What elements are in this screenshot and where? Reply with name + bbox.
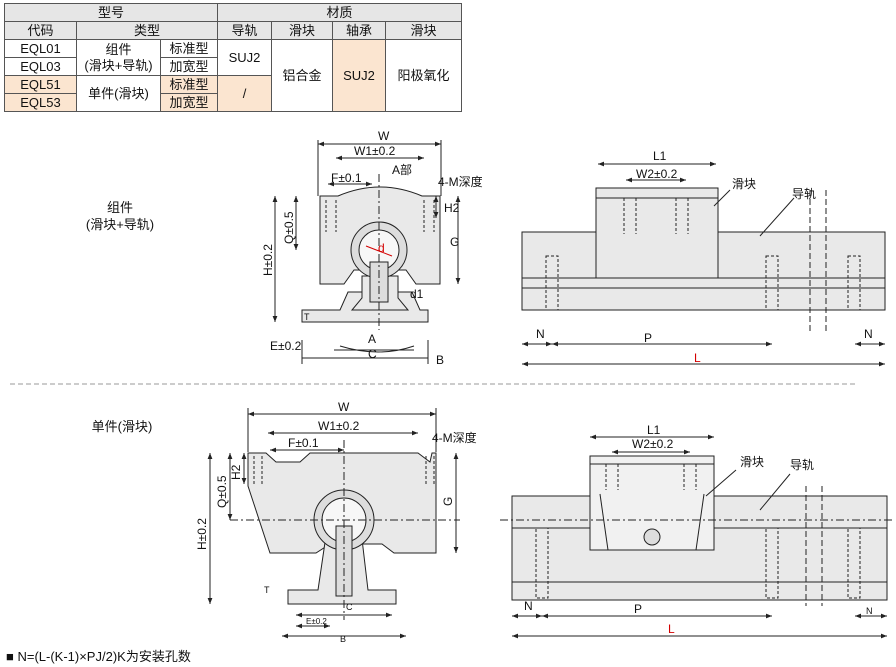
cell-block-finish: 阳极氧化 (385, 39, 462, 112)
dim-N: N (536, 327, 545, 341)
dim-C: C (346, 602, 353, 612)
dim-G: G (450, 235, 459, 249)
single-front-view (207, 408, 460, 639)
dim-A: A (368, 332, 376, 346)
dim-L1: L1 (647, 423, 661, 437)
label-slider: 滑块 (740, 455, 764, 469)
cell-code: EQL51 (4, 75, 77, 94)
dim-H2: H2 (229, 464, 243, 480)
dim-H2: H2 (444, 201, 460, 215)
label-rail: 导轨 (790, 458, 814, 472)
label-A-part: A部 (392, 162, 412, 177)
dim-W2: W2±0.2 (636, 167, 678, 181)
label-4-M: 4-M深度 (438, 174, 483, 189)
dim-L1: L1 (653, 149, 667, 163)
dim-L: L (694, 351, 701, 365)
dim-N: N (866, 606, 873, 616)
cell-code: EQL53 (4, 93, 77, 112)
dim-H: H±0.2 (195, 518, 209, 550)
dim-E: E±0.2 (306, 617, 327, 626)
dim-L: L (668, 622, 675, 636)
dim-H: H±0.2 (261, 244, 275, 276)
dim-Q: Q±0.5 (215, 475, 229, 508)
label-rail: 导轨 (792, 187, 816, 201)
spec-table: 型号 材质 代码 类型 导轨 滑块 轴承 滑块 EQL01 组件(滑块+导轨) … (4, 3, 462, 112)
formula-note: ■ N=(L-(K-1)×PJ/2)K为安装孔数 (6, 649, 191, 664)
cell-rail-single: / (217, 75, 272, 112)
dim-W1: W1±0.2 (354, 144, 396, 158)
dim-d1: d1 (410, 287, 424, 301)
cell-bearing-material: SUJ2 (332, 39, 386, 112)
th-rail: 导轨 (217, 21, 272, 40)
dim-W2: W2±0.2 (632, 437, 674, 451)
cell-kind-single: 单件(滑块) (76, 75, 161, 112)
dim-T: T (264, 585, 270, 595)
dim-N: N (864, 327, 873, 341)
dim-C: C (368, 347, 377, 361)
dim-d: d (378, 241, 385, 255)
cell-subtype: 标准型 (160, 75, 218, 94)
assembly-side-view (521, 161, 886, 367)
th-material: 材质 (217, 3, 462, 22)
dim-T: T (304, 312, 310, 322)
dim-B: B (436, 353, 444, 367)
cell-code: EQL01 (4, 39, 77, 58)
label-4-M: 4-M深度 (432, 430, 477, 445)
cell-block-material: 铝合金 (271, 39, 333, 112)
assembly-front-dims (272, 140, 461, 364)
dim-P: P (634, 602, 642, 616)
dim-W: W (378, 129, 390, 143)
th-model: 型号 (4, 3, 218, 22)
cell-subtype: 加宽型 (160, 93, 218, 112)
dim-G: G (441, 497, 455, 506)
dim-W1: W1±0.2 (318, 419, 360, 433)
label-slider: 滑块 (732, 177, 756, 191)
dim-Q: Q±0.5 (282, 211, 296, 244)
th-bearing: 轴承 (332, 21, 386, 40)
single-section-label: 单件(滑块) (91, 419, 153, 434)
dim-P: P (644, 331, 652, 345)
dim-B: B (340, 634, 346, 644)
dim-N: N (524, 599, 533, 613)
assembly-front-view (301, 174, 441, 353)
th-block: 滑块 (271, 21, 333, 40)
assembly-section-label: 组件 (滑块+导轨) (85, 200, 155, 232)
dim-F: F±0.1 (331, 171, 362, 185)
dim-F: F±0.1 (288, 436, 319, 450)
th-code: 代码 (4, 21, 77, 40)
dim-W: W (338, 400, 350, 414)
dim-E: E±0.2 (270, 339, 302, 353)
single-side-view (500, 434, 894, 639)
